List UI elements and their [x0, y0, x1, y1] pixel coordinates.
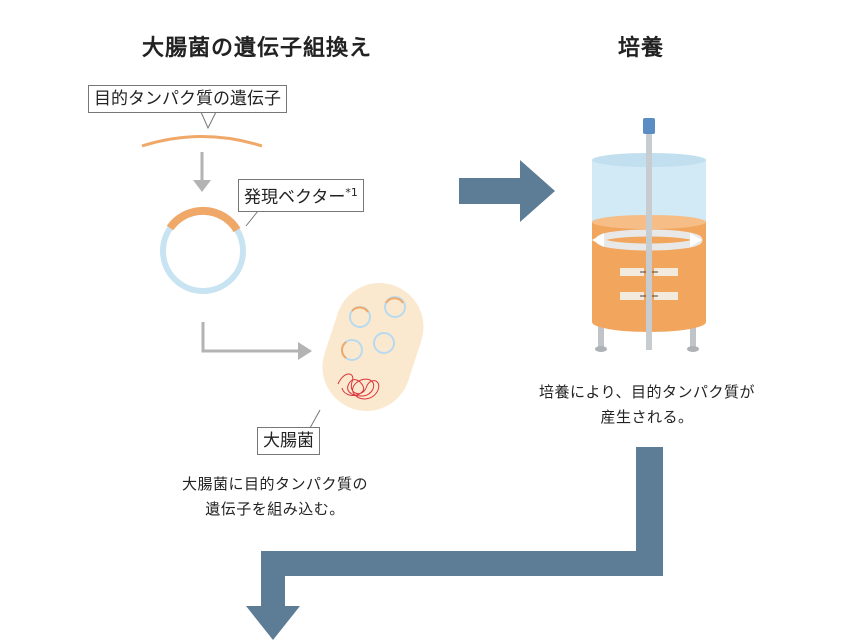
culture-caption-line1: 培養により、目的タンパク質が — [538, 383, 756, 401]
expression-vector-label: 発現ベクター*1 — [238, 179, 364, 212]
genomic-dna — [337, 373, 380, 400]
ecoli-label: 大腸菌 — [257, 427, 320, 455]
target-gene-label: 目的タンパク質の遺伝子 — [88, 85, 287, 113]
culture-caption-line2: 産生される。 — [600, 408, 694, 426]
gene-label-pointer — [200, 111, 217, 130]
target-gene-fragment — [141, 135, 263, 148]
expression-vector-text: 発現ベクター — [244, 187, 346, 208]
ecoli-cell — [322, 283, 424, 411]
expression-vector-plasmid — [160, 206, 246, 294]
culture-heading: 培養 — [618, 36, 665, 61]
recombination-heading: 大腸菌の遺伝子組換え — [142, 36, 373, 61]
flow-arrow-right — [459, 160, 555, 222]
footnote-marker: *1 — [345, 186, 358, 199]
gray-l-arrow — [201, 322, 300, 353]
culture-tank — [592, 118, 706, 352]
flow-arrow-down — [246, 447, 663, 640]
recombination-caption: 大腸菌に目的タンパク質の 遺伝子を組み込む。 — [160, 472, 390, 522]
recombination-caption-line2: 遺伝子を組み込む。 — [205, 500, 345, 518]
recombination-caption-line1: 大腸菌に目的タンパク質の — [181, 475, 368, 493]
culture-caption: 培養により、目的タンパク質が 産生される。 — [512, 380, 782, 430]
ecoli-label-pointer — [309, 409, 321, 429]
